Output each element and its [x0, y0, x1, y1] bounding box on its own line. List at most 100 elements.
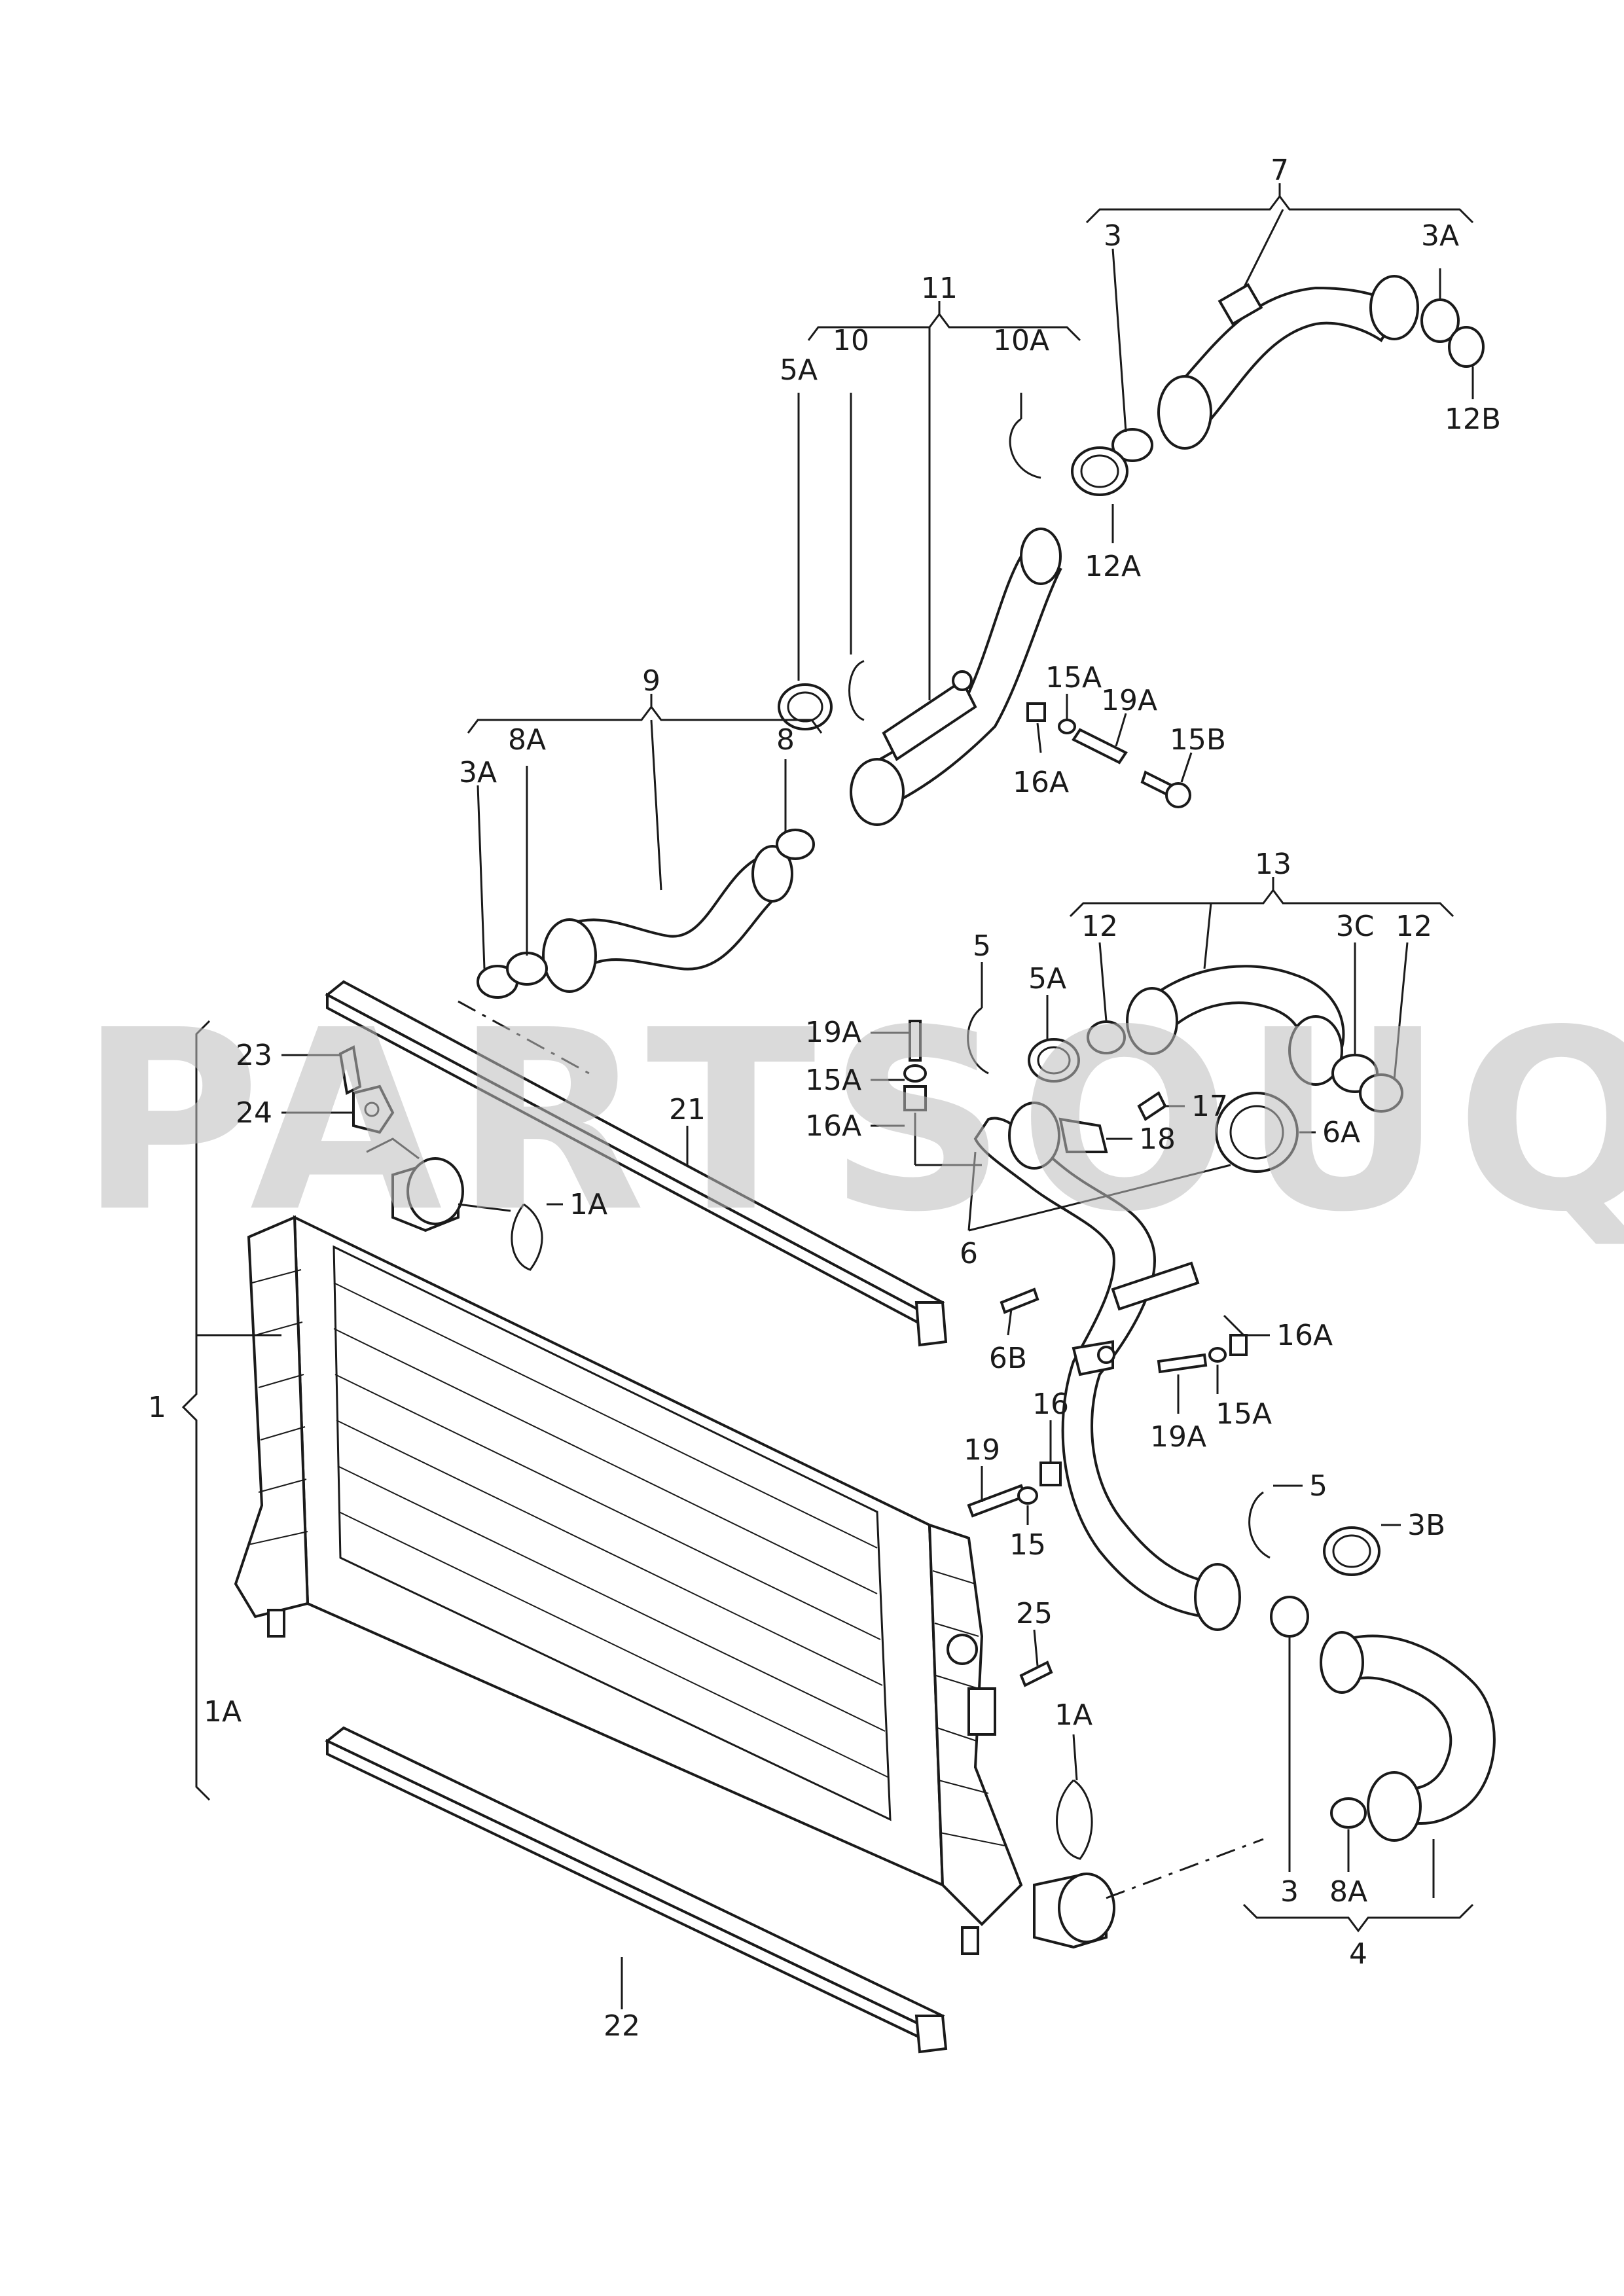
pressure-hose-7: [1157, 275, 1419, 450]
callout-3c: 3C: [1336, 910, 1375, 943]
callout-1a-bottom: 1A: [1055, 1698, 1092, 1732]
callout-7: 7: [1271, 154, 1289, 187]
bolt-25: [1019, 1660, 1053, 1687]
upper-air-guide: [325, 980, 948, 1347]
washer-15a-right: [1208, 1347, 1227, 1363]
o-ring-12-left: [1087, 1020, 1126, 1054]
retaining-clip-10a: [1009, 418, 1041, 479]
sensor-24: [352, 1085, 395, 1134]
callout-labels: 7 3 3A 12B 12A 11 5A 10 10A 15A 19A 15B …: [148, 154, 1501, 2043]
intercooler: [234, 1157, 1115, 1955]
callout-15a-mid: 15A: [805, 1064, 861, 1097]
hose-clamp-3b: [1323, 1526, 1380, 1576]
callout-19: 19: [964, 1433, 1000, 1467]
hose-clamp-5a-mid: [1028, 1038, 1080, 1083]
callout-10: 10: [833, 324, 869, 357]
callout-16: 16: [1032, 1388, 1069, 1421]
callout-5-mid: 5: [973, 929, 991, 963]
charge-pipe-6: [973, 1102, 1241, 1631]
hose-clamp-12a: [1071, 446, 1128, 496]
callout-12-left: 12: [1081, 910, 1118, 943]
o-ring-3-top: [1111, 428, 1153, 462]
callout-3-right: 3: [1280, 1875, 1299, 1909]
pressure-hose-9: [542, 845, 793, 993]
callout-1: 1: [148, 1391, 166, 1424]
callout-15a-right: 15A: [1216, 1397, 1272, 1431]
washer-15: [1017, 1486, 1038, 1505]
callout-3a-left: 3A: [459, 756, 497, 789]
callout-3a-top: 3A: [1421, 219, 1459, 253]
retaining-clip-10: [848, 660, 865, 721]
bolt-19: [967, 1484, 1027, 1518]
callout-8a-right: 8A: [1329, 1875, 1367, 1909]
screw-15b: [1140, 770, 1191, 808]
o-ring-8: [776, 829, 815, 860]
callout-22: 22: [604, 2009, 640, 2043]
callout-6: 6: [960, 1237, 978, 1270]
callout-5-right: 5: [1309, 1469, 1327, 1503]
pressure-hose-13: [1126, 965, 1345, 1086]
callout-5a-top: 5A: [780, 353, 818, 387]
retaining-clip-1a-bottom: [1056, 1779, 1093, 1860]
callout-1a-left: 1A: [204, 1695, 242, 1729]
callout-21: 21: [669, 1093, 706, 1126]
sensor-mount-line: [366, 1138, 420, 1160]
callout-12-right: 12: [1396, 910, 1432, 943]
washer-15a-top: [1058, 719, 1076, 734]
callout-16a-mid: 16A: [805, 1109, 861, 1143]
callout-17: 17: [1191, 1090, 1228, 1123]
callout-6a: 6A: [1322, 1116, 1360, 1149]
bolt-23: [338, 1045, 362, 1095]
callout-8: 8: [776, 723, 795, 757]
alignment-line-b: [1106, 1838, 1264, 1899]
callout-3b: 3B: [1407, 1509, 1445, 1542]
charge-pipe-11: [850, 528, 1062, 826]
callout-19a-right: 19A: [1150, 1420, 1206, 1454]
washer-15a-mid: [903, 1064, 927, 1083]
bolt-19a-mid: [909, 1020, 922, 1062]
callout-23: 23: [236, 1039, 272, 1072]
callout-5a-mid: 5A: [1028, 962, 1066, 996]
bolt-19a-right: [1157, 1353, 1208, 1374]
bushing-16: [1039, 1462, 1062, 1486]
screw-6b: [1000, 1287, 1039, 1314]
callout-15: 15: [1009, 1528, 1046, 1562]
callout-8a-left: 8A: [508, 723, 546, 757]
callout-19a-mid: 19A: [805, 1016, 861, 1049]
callout-3-top: 3: [1104, 219, 1122, 253]
callout-9: 9: [642, 664, 660, 698]
alignment-line-a: [458, 1000, 590, 1075]
callout-24: 24: [236, 1096, 272, 1130]
bracket-18: [1058, 1117, 1108, 1153]
callout-12b: 12B: [1445, 403, 1501, 436]
bushing-16a-mid: [903, 1085, 927, 1111]
watermark: PARTSOUQ.COM: [79, 977, 1624, 1266]
callout-11: 11: [921, 272, 958, 305]
callout-1a-top: 1A: [569, 1188, 607, 1221]
cap-6a: [1215, 1092, 1299, 1173]
o-ring-3-right: [1270, 1596, 1309, 1638]
callout-12a: 12A: [1085, 550, 1141, 583]
hose-clamp-5a-top: [778, 683, 833, 730]
retaining-clip-5-right: [1248, 1491, 1271, 1559]
o-ring-8a-right: [1330, 1797, 1367, 1829]
callout-13: 13: [1255, 848, 1291, 881]
bolt-19a-top: [1072, 728, 1128, 764]
callout-15a-top: 15A: [1045, 661, 1102, 694]
callout-25: 25: [1016, 1597, 1053, 1630]
callout-15b: 15B: [1170, 723, 1226, 757]
callout-6b: 6B: [989, 1342, 1027, 1375]
lower-air-guide: [325, 1726, 948, 2054]
bushing-16a-right: [1229, 1334, 1248, 1356]
o-ring-12-right: [1359, 1073, 1403, 1113]
callout-10a: 10A: [993, 324, 1049, 357]
leader-lines: [181, 183, 1474, 2009]
bushing-16a-top: [1026, 702, 1046, 722]
pressure-hose-4: [1320, 1631, 1496, 1842]
callout-16a-right: 16A: [1276, 1319, 1333, 1352]
o-ring-12b: [1448, 326, 1485, 368]
callout-19a-top: 19A: [1101, 684, 1157, 717]
callout-16a-top: 16A: [1013, 766, 1069, 799]
